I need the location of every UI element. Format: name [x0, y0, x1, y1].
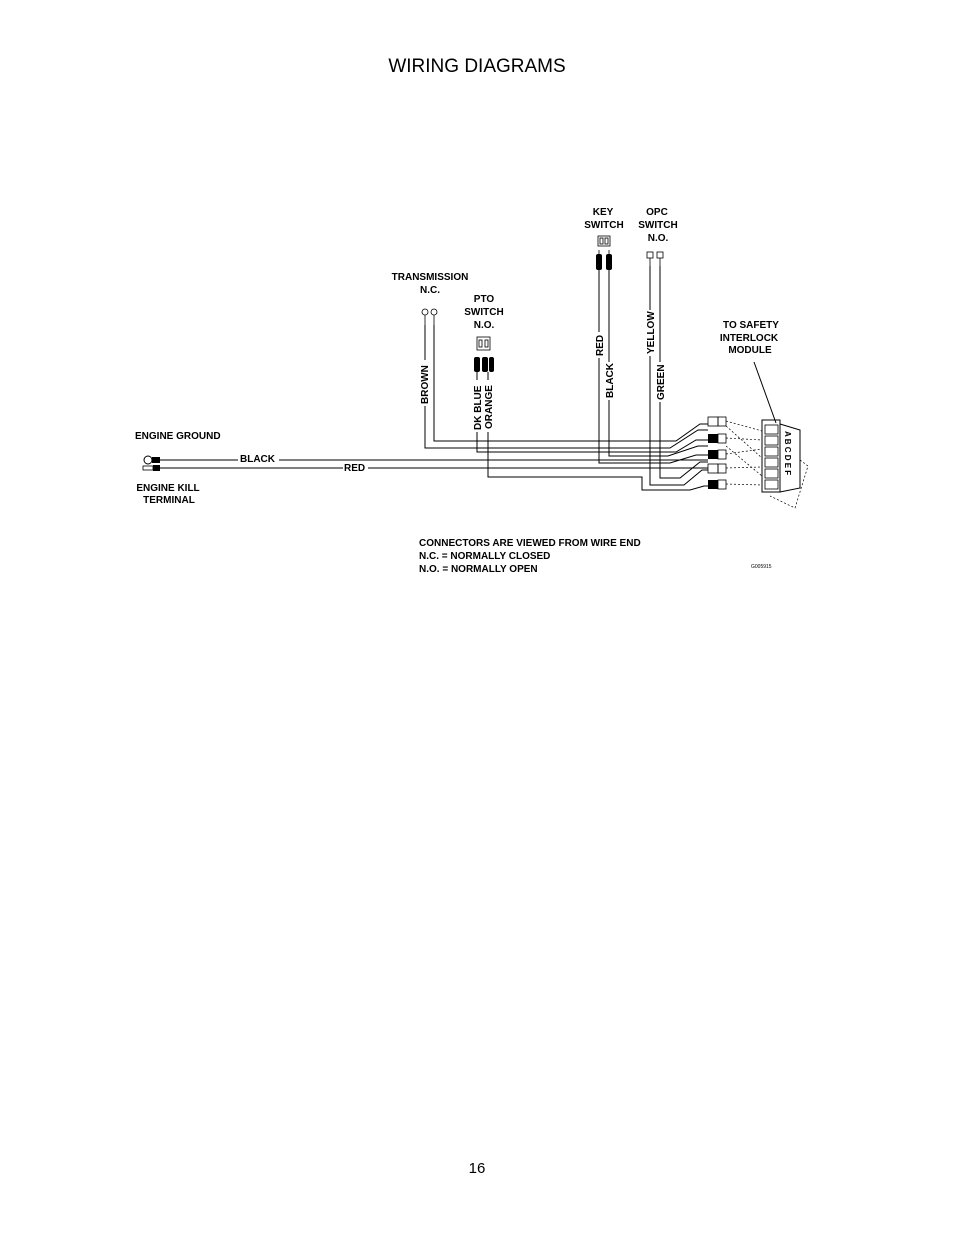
wire-label-key-black: BLACK: [602, 362, 616, 400]
page-title: WIRING DIAGRAMS: [388, 56, 566, 77]
wire-label-key-red: RED: [592, 332, 606, 358]
wire-label-green: GREEN: [653, 362, 667, 402]
pto-switch-label: PTO SWITCH N.O.: [464, 294, 503, 331]
transmission-connector: [421, 308, 438, 325]
figure-code: G005915: [751, 564, 772, 570]
wire-label-yellow-text: YELLOW: [646, 311, 657, 354]
safety-module-label-line1: TO SAFETY: [723, 320, 779, 331]
key-switch-label-line1: KEY: [593, 207, 614, 218]
pin-connector-1: [707, 416, 727, 427]
pin-connector-3: [708, 449, 727, 460]
wire-label-green-text: GREEN: [656, 364, 667, 400]
engine-kill-label-line2: TERMINAL: [143, 495, 195, 506]
engine-ground-label: ENGINE GROUND: [135, 431, 221, 442]
wire-label-brown: BROWN: [417, 360, 431, 406]
wire-label-brown-text: BROWN: [420, 365, 431, 404]
green-wire: [659, 266, 708, 479]
safety-module-label-line2: INTERLOCK: [720, 333, 779, 344]
pto-switch-label-line1: PTO: [474, 294, 495, 305]
pto-switch-connector: [474, 336, 494, 372]
key-switch-label-line2: SWITCH: [584, 220, 623, 231]
key-switch-connector: [596, 235, 612, 270]
pin-connector-5: [708, 479, 727, 490]
wire-label-orange-text: ORANGE: [484, 385, 495, 429]
wire-label-red-kill: RED: [343, 462, 368, 474]
wire-label-key-black-text: BLACK: [605, 362, 616, 398]
transmission-label-line2: N.C.: [420, 285, 440, 296]
wire-label-key-red-text: RED: [595, 335, 606, 356]
safety-module-label: TO SAFETY INTERLOCK MODULE: [720, 320, 779, 356]
pto-switch-label-line2: SWITCH: [464, 307, 503, 318]
wire-label-dk-blue-text: DK BLUE: [473, 385, 484, 430]
pin-mapping-lines: [725, 420, 763, 486]
key-red-wire: [598, 270, 708, 464]
wire-label-yellow: YELLOW: [643, 310, 657, 356]
page-number: 16: [468, 1160, 486, 1177]
brown-wire: [424, 325, 708, 449]
opc-switch-label-line1: OPC: [646, 207, 668, 218]
opc-switch-label-line3: N.O.: [648, 233, 669, 244]
note-normally-closed: N.C. = NORMALLY CLOSED: [419, 551, 550, 562]
note-normally-open: N.O. = NORMALLY OPEN: [419, 564, 538, 575]
wire-label-red-kill-text: RED: [344, 463, 365, 474]
pin-connector-4: [707, 463, 727, 474]
engine-ground-terminal: [143, 455, 160, 465]
safety-interlock-module: A B C D E F: [753, 361, 809, 509]
safety-module-label-line3: MODULE: [728, 345, 772, 356]
transmission-lead-wire: [433, 325, 708, 442]
transmission-label-line1: TRANSMISSION: [392, 272, 469, 283]
transmission-label: TRANSMISSION N.C.: [392, 272, 469, 296]
pto-switch-label-line3: N.O.: [474, 320, 495, 331]
module-pin-letters: A B C D E F: [783, 431, 792, 475]
dk-blue-wire: [476, 372, 708, 453]
wire-label-black-ground-text: BLACK: [240, 454, 276, 465]
key-switch-label: KEY SWITCH: [584, 207, 623, 231]
wire-label-dk-blue: DK BLUE ORANGE: [468, 380, 495, 432]
opc-switch-label-line2: SWITCH: [638, 220, 677, 231]
wire-label-black-ground: BLACK: [238, 453, 279, 465]
orange-wire: [487, 372, 708, 491]
yellow-wire: [649, 266, 708, 486]
opc-switch-label: OPC SWITCH N.O.: [638, 207, 677, 244]
engine-kill-label-line1: ENGINE KILL: [136, 483, 199, 494]
note-connectors-viewed: CONNECTORS ARE VIEWED FROM WIRE END: [419, 538, 641, 549]
module-pin-connectors: [707, 416, 763, 490]
engine-kill-terminal: [142, 465, 160, 471]
pin-connector-2: [708, 433, 727, 444]
opc-switch-connector: [646, 251, 664, 266]
